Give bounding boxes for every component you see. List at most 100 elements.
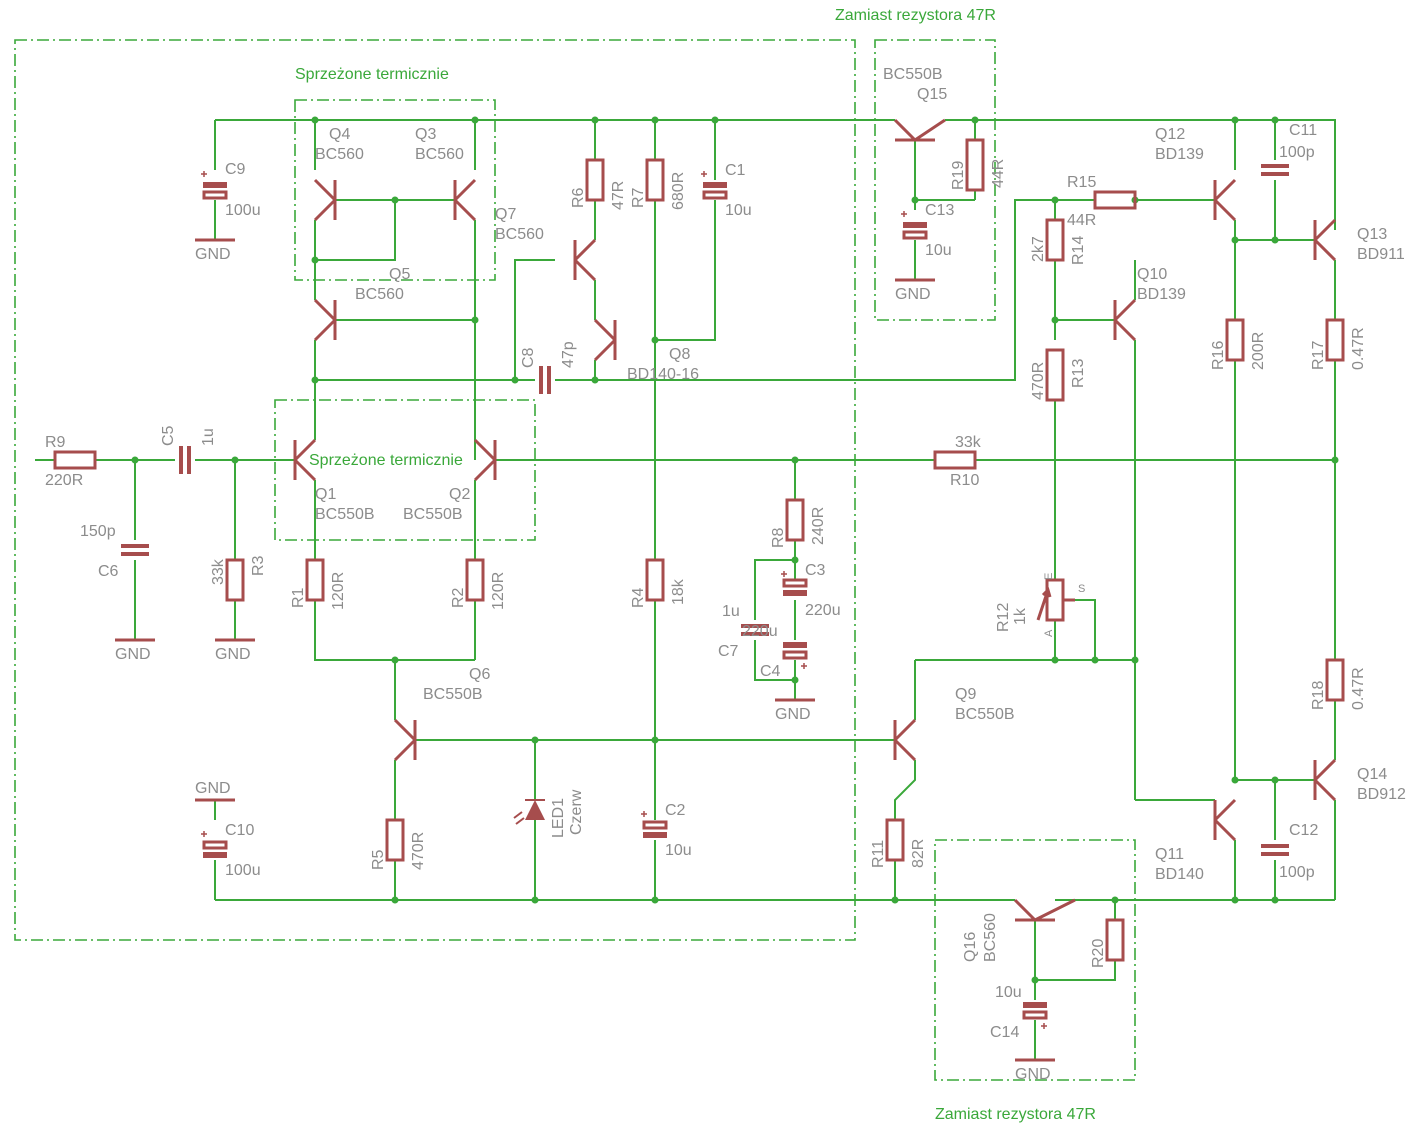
gnd-label: GND (195, 246, 231, 263)
label-c8: C8 (520, 347, 537, 368)
transistor-q10 (1113, 298, 1137, 342)
label-c4: C4 (760, 663, 781, 680)
label-r9: R9 (45, 434, 66, 451)
value-c11: 100p (1279, 144, 1315, 161)
label-q6: Q6 (469, 666, 490, 683)
resistor-r17 (1325, 318, 1345, 362)
value-r18: 0.47R (1350, 667, 1367, 710)
label-q12: Q12 (1155, 126, 1185, 143)
note-replace-bottom: Zamiast rezystora 47R (935, 1106, 1096, 1123)
value-c13: 10u (925, 242, 952, 259)
label-r5: R5 (370, 849, 387, 870)
capacitor-c13 (901, 211, 928, 240)
value-c1: 10u (725, 202, 752, 219)
label-c3: C3 (805, 562, 826, 579)
resistor-r2 (465, 558, 485, 602)
resistor-r18 (1325, 658, 1345, 702)
resistor-r5 (385, 818, 405, 862)
label-r1: R1 (290, 587, 307, 608)
value-c14: 10u (995, 984, 1022, 1001)
label-q3: Q3 (415, 126, 436, 143)
capacitor-c3 (781, 571, 808, 596)
value-led1: Czerw (568, 789, 585, 835)
gnd-label: GND (195, 780, 231, 797)
resistor-r11 (885, 818, 905, 862)
transistor-q14 (1313, 758, 1337, 802)
resistor-r6 (585, 158, 605, 202)
transistor-q3 (453, 178, 477, 222)
label-r20: R20 (1090, 939, 1107, 968)
resistor-r13 (1045, 348, 1065, 402)
capacitor-c12 (1261, 844, 1289, 856)
capacitor-c7 (741, 624, 769, 636)
label-r15: R15 (1067, 174, 1096, 191)
label-r12: R12 (995, 603, 1012, 632)
resistor-r10 (933, 450, 977, 470)
transistor-q7 (573, 238, 597, 282)
value-r16: 200R (1250, 332, 1267, 370)
resistor-r8 (785, 498, 805, 542)
transistor-q6 (393, 718, 417, 762)
resistor-r20 (1105, 918, 1125, 962)
label-q11: Q11 (1155, 846, 1184, 863)
value-r12: 1k (1012, 607, 1029, 625)
label-q5: Q5 (389, 266, 410, 283)
gnd-label: GND (895, 286, 931, 303)
label-r7: R7 (630, 187, 647, 208)
transistor-q16 (1013, 898, 1076, 922)
label-c2: C2 (665, 802, 686, 819)
transistor-q8 (593, 318, 617, 362)
capacitor-c8 (539, 366, 551, 394)
potentiometer-r12 (1045, 578, 1065, 622)
label-r3: R3 (250, 555, 267, 576)
label-c1: C1 (725, 162, 746, 179)
value-r2: 120R (490, 572, 507, 610)
pot-pin-e: E (1043, 573, 1055, 580)
value-q11: BD140 (1155, 866, 1204, 883)
resistors (53, 138, 1345, 962)
label-c10: C10 (225, 822, 254, 839)
capacitor-c11 (1261, 164, 1289, 176)
led1 (513, 799, 545, 825)
resistor-r3 (225, 558, 245, 602)
value-r19: 44R (990, 159, 1007, 188)
gnd-label: GND (1015, 1066, 1051, 1083)
transistor-q12 (1213, 178, 1237, 222)
thermal-group-mid-frame (274, 399, 536, 541)
gnd-label: GND (775, 706, 811, 723)
wires (35, 119, 1336, 1060)
value-r7: 680R (670, 172, 687, 210)
value-q9: BC550B (955, 706, 1015, 723)
capacitors (121, 164, 1289, 1029)
value-c10: 100u (225, 862, 261, 879)
note-replace-top: Zamiast rezystora 47R (835, 7, 996, 24)
value-q8: BD140-16 (627, 366, 699, 383)
label-c9: C9 (225, 161, 246, 178)
resistor-r7 (645, 158, 665, 202)
label-q10: Q10 (1137, 266, 1167, 283)
gnd-label: GND (115, 646, 151, 663)
transistor-q15 (893, 118, 946, 142)
label-r19: R19 (950, 161, 967, 190)
value-r13: 470R (1030, 362, 1047, 400)
value-q10: BD139 (1137, 286, 1186, 303)
value-c4: 220u (742, 623, 778, 640)
label-r13: R13 (1070, 359, 1087, 388)
resistor-r1 (305, 558, 325, 602)
capacitor-c4 (782, 642, 808, 669)
resistor-r19 (965, 138, 985, 192)
resistor-r14 (1045, 218, 1065, 262)
vbe-multiplier-bottom-frame (934, 839, 1136, 1081)
value-q1: BC550B (315, 506, 375, 523)
component-labels: C9 100u GND Q4 BC560 Q3 BC560 Q7 BC560 Q… (45, 66, 1406, 1083)
label-c14: C14 (990, 1024, 1019, 1041)
resistor-r16 (1225, 318, 1245, 362)
value-q15: BC550B (883, 66, 943, 83)
thermal-group-top-frame (294, 99, 496, 281)
transistor-q9 (893, 718, 917, 762)
label-led1: LED1 (550, 798, 567, 838)
label-q13: Q13 (1357, 226, 1387, 243)
value-r4: 18k (670, 578, 687, 605)
label-r14: R14 (1070, 236, 1087, 265)
transistor-q4 (313, 178, 337, 222)
